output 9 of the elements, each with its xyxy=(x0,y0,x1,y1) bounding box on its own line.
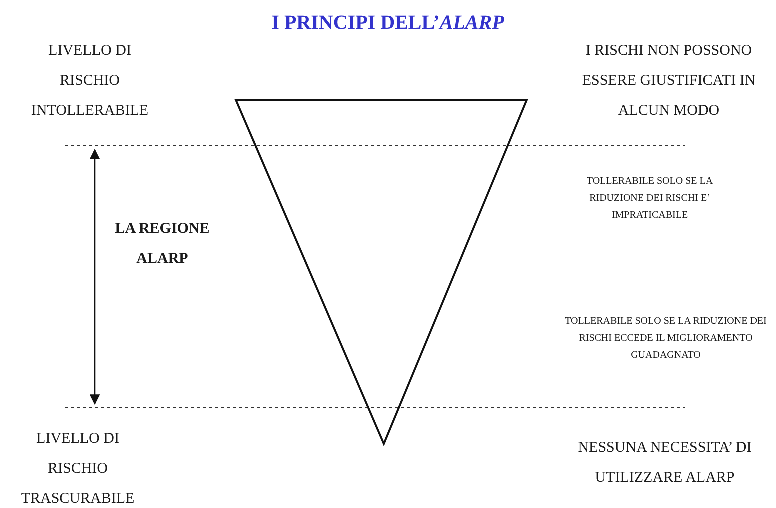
inverted-triangle xyxy=(234,99,528,447)
zone-label: LIVELLO DI RISCHIO TRASCURABILE xyxy=(20,430,136,508)
zone-note: TOLLERABILE SOLO SE LA RIDUZIONE DEI RISCHI ECCEDE IL MIGLIORAMENTO GUADAGNATO xyxy=(564,315,768,363)
region-label: LA REGIONE ALARP xyxy=(114,220,211,269)
zone-note: TOLLERABILE SOLO SE LA RIDUZIONE DEI RISCHI E’ IMPRATICABILE xyxy=(586,175,714,223)
zone-label: LIVELLO DI RISCHIO INTOLLERABILE xyxy=(30,42,150,121)
zone-note: NESSUNA NECESSITA’ DI UTILIZZARE ALARP xyxy=(577,439,753,488)
title: I PRINCIPI DELL’ALARP xyxy=(272,11,504,36)
zone-note: I RISCHI NON POSSONO ESSERE GIUSTIFICATI IN ALCUN MODO xyxy=(581,42,757,121)
